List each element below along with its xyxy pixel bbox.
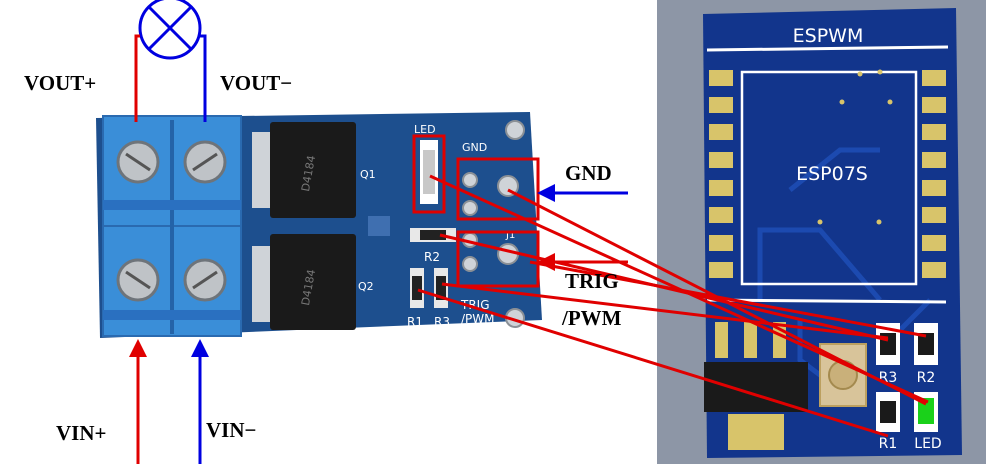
mosfet-q1: D4184 [252,122,356,218]
pcb-r2 [914,323,938,365]
silk-j1: J1 [505,230,515,241]
silk-r2: R2 [424,250,440,264]
line-r3-to-pcb-r3 [441,282,889,340]
silk-r3: R3 [434,315,450,329]
label-vout-plus: VOUT+ [24,71,96,95]
pcb-mid-line [706,298,947,304]
label-vout-minus: VOUT− [220,71,292,95]
mosfet-module: D4184 D4184 Q1 Q2 LED GND R2 R1 R3 TRIG … [96,112,542,338]
label-vin-minus: VIN− [206,418,256,442]
pcb-layout: ESPWM ESP07S [657,0,986,464]
module-led-part [420,140,438,204]
module-r3-part [434,268,448,308]
pcb-r2-label: R2 [917,370,936,386]
pcb-pads-right [922,70,946,278]
vout-minus-wire [200,34,207,122]
module-small-pad [368,216,390,236]
pcb-title: ESPWM [793,25,864,47]
esp-module-label: ESP07S [796,163,868,185]
esp-module-outline [740,70,918,286]
line-trig-to-pcb-r2 [529,260,927,338]
silk-gnd: GND [462,141,487,154]
line-gnd-to-pcb-led [507,188,927,406]
silk-led: LED [414,123,436,136]
mosfet-q2-marking: D4184 [299,268,318,306]
pcb-top-line [706,45,949,52]
mosfet-q2: D4184 [252,234,356,330]
pcb-pads-left [709,70,733,278]
mosfet-q1-marking: D4184 [299,154,318,192]
pcb-regulator [704,322,808,450]
silk-q1: Q1 [360,168,376,181]
module-r1-part [410,268,424,308]
pcb-r1 [876,392,900,432]
silk-q2: Q2 [358,280,374,293]
vout-plus-wire [134,34,140,122]
lamp-icon [138,0,202,60]
label-vin-plus: VIN+ [56,421,106,445]
silk-pwm: /PWM [461,312,495,326]
label-trig: TRIG [565,269,619,293]
pcb-led-label: LED [914,436,941,452]
silk-r1: R1 [407,315,423,329]
label-pwm: /PWM [561,306,622,330]
pcb-r1-label: R1 [879,436,898,452]
label-gnd: GND [565,161,612,185]
highlight-led [412,134,446,214]
line-r1-to-pcb-r1 [417,288,889,438]
pcb-vias [817,69,893,225]
terminal-screws [116,140,227,302]
module-r2-part [410,228,456,242]
connection-lines [417,174,929,438]
